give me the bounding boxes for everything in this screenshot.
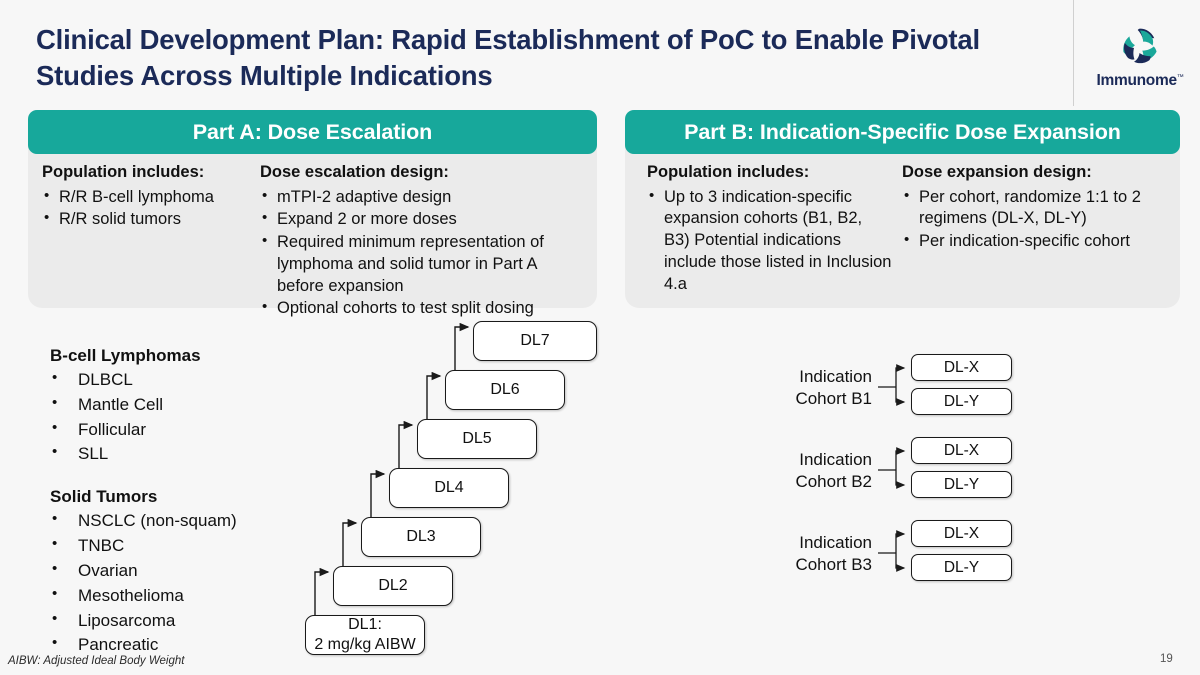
part-b-design-heading: Dose expansion design: xyxy=(902,163,1092,181)
list-item: Expand 2 or more doses xyxy=(260,208,587,231)
logo-name: Immunome xyxy=(1096,72,1178,89)
dl-label-line1: DL2 xyxy=(378,577,408,594)
cohort-label-b1: Indication Cohort B1 xyxy=(742,366,872,410)
part-a-columns: Population includes: R/R B-cell lymphoma… xyxy=(28,162,597,321)
cohort-b2-arm-x: DL-X xyxy=(911,437,1012,464)
header-divider xyxy=(1073,0,1074,106)
cohort-b3-arm-y: DL-Y xyxy=(911,554,1012,581)
cohort-b2-arm-y: DL-Y xyxy=(911,471,1012,498)
list-item: mTPI-2 adaptive design xyxy=(260,186,587,209)
part-b-population-column: Population includes: Up to 3 indication-… xyxy=(647,162,892,296)
cohort-label-line1: Indication xyxy=(799,450,872,469)
cohort-label-b2: Indication Cohort B2 xyxy=(742,449,872,493)
list-item: R/R solid tumors xyxy=(42,208,260,231)
cohort-arrows xyxy=(878,364,906,572)
dl-label-line2: 2 mg/kg AIBW xyxy=(314,636,416,653)
group-title: B-cell Lymphomas xyxy=(50,346,201,365)
arm-label: DL-Y xyxy=(943,392,980,410)
dose-level-box-dl4: DL4 xyxy=(389,468,509,508)
company-logo: Immunome™ xyxy=(1092,24,1188,98)
dl-label-line1: DL7 xyxy=(520,332,550,349)
cohort-randomization-diagrams: Indication Cohort B1 DL-X DL-Y Indicatio… xyxy=(770,340,1070,590)
arm-label: DL-X xyxy=(943,524,980,542)
page-number: 19 xyxy=(1160,653,1173,665)
part-b-population-list: Up to 3 indication-specific expansion co… xyxy=(647,186,892,296)
cohort-label-line2: Cohort B1 xyxy=(795,389,872,409)
cohort-b3-arm-x: DL-X xyxy=(911,520,1012,547)
solid-tumor-list: NSCLC (non-squam) TNBC Ovarian Mesotheli… xyxy=(50,508,310,658)
cohort-b1-arm-y: DL-Y xyxy=(911,388,1012,415)
cohort-label-b3: Indication Cohort B3 xyxy=(742,532,872,576)
cohort-label-line2: Cohort B3 xyxy=(795,555,872,575)
list-item: Follicular xyxy=(50,417,310,443)
staircase-arrows xyxy=(314,322,470,615)
part-b-header: Part B: Indication-Specific Dose Expansi… xyxy=(625,110,1180,154)
indication-group-solid-tumors: Solid Tumors NSCLC (non-squam) TNBC Ovar… xyxy=(50,487,310,658)
dose-level-box-dl1: DL1: 2 mg/kg AIBW xyxy=(305,615,425,655)
dl-label-line1: DL3 xyxy=(406,528,436,545)
page-title: Clinical Development Plan: Rapid Establi… xyxy=(36,24,980,91)
list-item: Per indication-specific cohort xyxy=(902,230,1172,253)
part-b-design-list: Per cohort, randomize 1:1 to 2 regimens … xyxy=(902,186,1172,253)
indication-group-lymphomas: B-cell Lymphomas DLBCL Mantle Cell Folli… xyxy=(50,346,310,467)
cohort-label-line1: Indication xyxy=(799,533,872,552)
list-item: R/R B-cell lymphoma xyxy=(42,186,260,209)
part-b-design-column: Dose expansion design: Per cohort, rando… xyxy=(892,162,1172,296)
logo-wordmark: Immunome™ xyxy=(1097,72,1184,90)
dl-label-line1: DL4 xyxy=(434,479,464,496)
part-b-columns: Population includes: Up to 3 indication-… xyxy=(625,162,1180,296)
part-a-population-column: Population includes: R/R B-cell lymphoma… xyxy=(42,162,260,321)
list-item: Up to 3 indication-specific expansion co… xyxy=(647,186,892,296)
footnote: AIBW: Adjusted Ideal Body Weight xyxy=(8,655,185,667)
dose-level-box-dl7: DL7 xyxy=(473,321,597,361)
part-b-panel: Part B: Indication-Specific Dose Expansi… xyxy=(625,110,1180,308)
list-item: SLL xyxy=(50,441,310,467)
dose-level-box-dl2: DL2 xyxy=(333,566,453,606)
part-a-design-list: mTPI-2 adaptive design Expand 2 or more … xyxy=(260,186,587,321)
group-title: Solid Tumors xyxy=(50,487,158,507)
part-a-population-heading: Population includes: xyxy=(42,163,205,181)
indication-lists: B-cell Lymphomas DLBCL Mantle Cell Folli… xyxy=(50,346,310,675)
list-item: DLBCL xyxy=(50,367,310,393)
arm-label: DL-X xyxy=(943,441,980,459)
cohort-b1-arm-x: DL-X xyxy=(911,354,1012,381)
list-item: Required minimum representation of lymph… xyxy=(260,231,587,297)
part-a-header: Part A: Dose Escalation xyxy=(28,110,597,154)
list-item: Optional cohorts to test split dosing xyxy=(260,297,587,320)
dose-level-box-dl6: DL6 xyxy=(445,370,565,410)
part-b-population-heading: Population includes: xyxy=(647,163,810,181)
dose-level-box-dl3: DL3 xyxy=(361,517,481,557)
part-a-design-column: Dose escalation design: mTPI-2 adaptive … xyxy=(260,162,587,321)
cohort-label-line2: Cohort B2 xyxy=(795,472,872,492)
list-item: Mantle Cell xyxy=(50,392,310,418)
list-item: Per cohort, randomize 1:1 to 2 regimens … xyxy=(902,186,1172,231)
list-item: NSCLC (non-squam) xyxy=(50,508,310,534)
lymphoma-list: DLBCL Mantle Cell Follicular SLL xyxy=(50,367,310,467)
list-item: TNBC xyxy=(50,533,310,559)
arm-label: DL-Y xyxy=(943,558,980,576)
dl-label-line1: DL6 xyxy=(490,381,520,398)
list-item: Mesothelioma xyxy=(50,583,310,609)
dl-label-line1: DL5 xyxy=(462,430,492,447)
dose-level-box-dl5: DL5 xyxy=(417,419,537,459)
list-item: Ovarian xyxy=(50,558,310,584)
list-item: Pancreatic xyxy=(50,632,310,658)
dose-escalation-staircase: DL1: 2 mg/kg AIBW DL2 DL3 DL4 DL5 DL6 DL… xyxy=(290,310,620,670)
arm-label: DL-Y xyxy=(943,475,980,493)
dl-label-line1: DL1: xyxy=(348,616,382,633)
immunome-triskelion-icon xyxy=(1123,28,1157,64)
part-a-population-list: R/R B-cell lymphoma R/R solid tumors xyxy=(42,186,260,232)
part-a-panel: Part A: Dose Escalation Population inclu… xyxy=(28,110,597,317)
cohort-label-line1: Indication xyxy=(799,367,872,386)
part-a-design-heading: Dose escalation design: xyxy=(260,163,449,181)
list-item: Liposarcoma xyxy=(50,608,310,634)
arm-label: DL-X xyxy=(943,358,980,376)
logo-trademark: ™ xyxy=(1176,73,1184,81)
